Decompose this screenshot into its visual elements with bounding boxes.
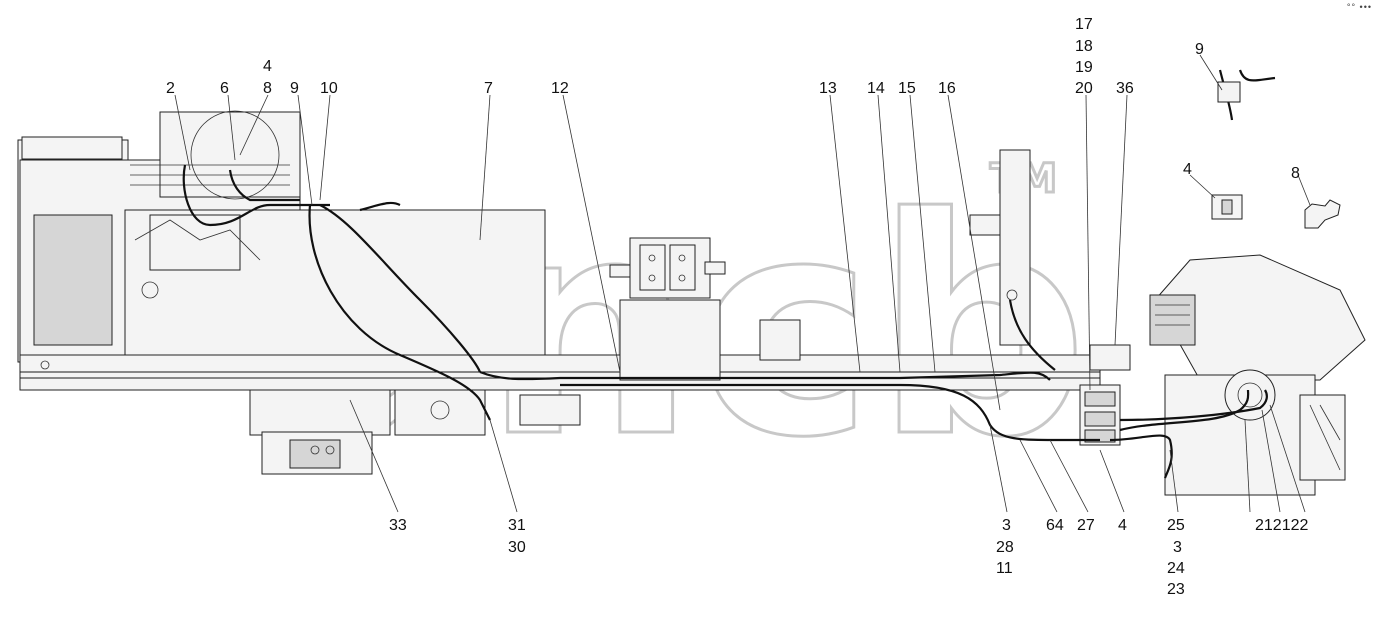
callout-64: 64 [1046,517,1064,534]
callout-15: 15 [898,80,916,97]
callout-19: 19 [1075,59,1093,76]
callout-6: 6 [220,80,229,97]
callout-33: 33 [389,517,407,534]
callout-23: 23 [1167,581,1185,598]
control-valve-block [1079,384,1121,446]
callout-28: 28 [996,539,1014,556]
leader-lines [174,54,1311,513]
tank-group [969,149,1131,371]
callout-20: 20 [1075,80,1093,97]
callout-24: 24 [1167,560,1185,577]
callout-27: 27 [1077,517,1095,534]
callout-16: 16 [938,80,956,97]
valve-block [609,237,801,381]
callout-9-top: 9 [290,80,299,97]
callout-18: 18 [1075,38,1093,55]
callout-31: 31 [508,517,526,534]
corner-mark: °° ••• [1346,2,1372,12]
callout-4-top: 4 [263,58,272,75]
callout-14: 14 [867,80,885,97]
hydraulic-hoses [182,164,1268,479]
callout-labels: 2 6 4 8 9 10 7 12 13 14 15 16 17 18 19 2… [166,16,1308,598]
callout-36: 36 [1116,80,1134,97]
callout-3-right: 3 [1173,539,1182,556]
callout-12: 12 [551,80,569,97]
callout-11: 11 [996,560,1013,577]
callout-8-top: 8 [263,80,272,97]
callout-10: 10 [320,80,338,97]
callout-9-inset: 9 [1195,41,1204,58]
inset-part-9 [1217,69,1276,121]
callout-7: 7 [484,80,493,97]
callout-2: 2 [166,80,175,97]
callout-25: 25 [1167,517,1185,534]
callout-17: 17 [1075,16,1093,33]
callout-4-inset: 4 [1183,161,1192,178]
inset-part-8 [1304,199,1341,229]
callout-3-left: 3 [1002,517,1011,534]
callout-4-bottom: 4 [1118,517,1127,534]
callout-21-21-22: 212122 [1255,517,1308,534]
callout-8-inset: 8 [1291,165,1300,182]
chassis-frame [17,110,1101,391]
lower-left-pump-group [249,389,581,475]
callout-30: 30 [508,539,526,556]
callout-13: 13 [819,80,837,97]
rear-axle-assembly [1149,254,1366,496]
inset-part-4 [1211,194,1243,220]
